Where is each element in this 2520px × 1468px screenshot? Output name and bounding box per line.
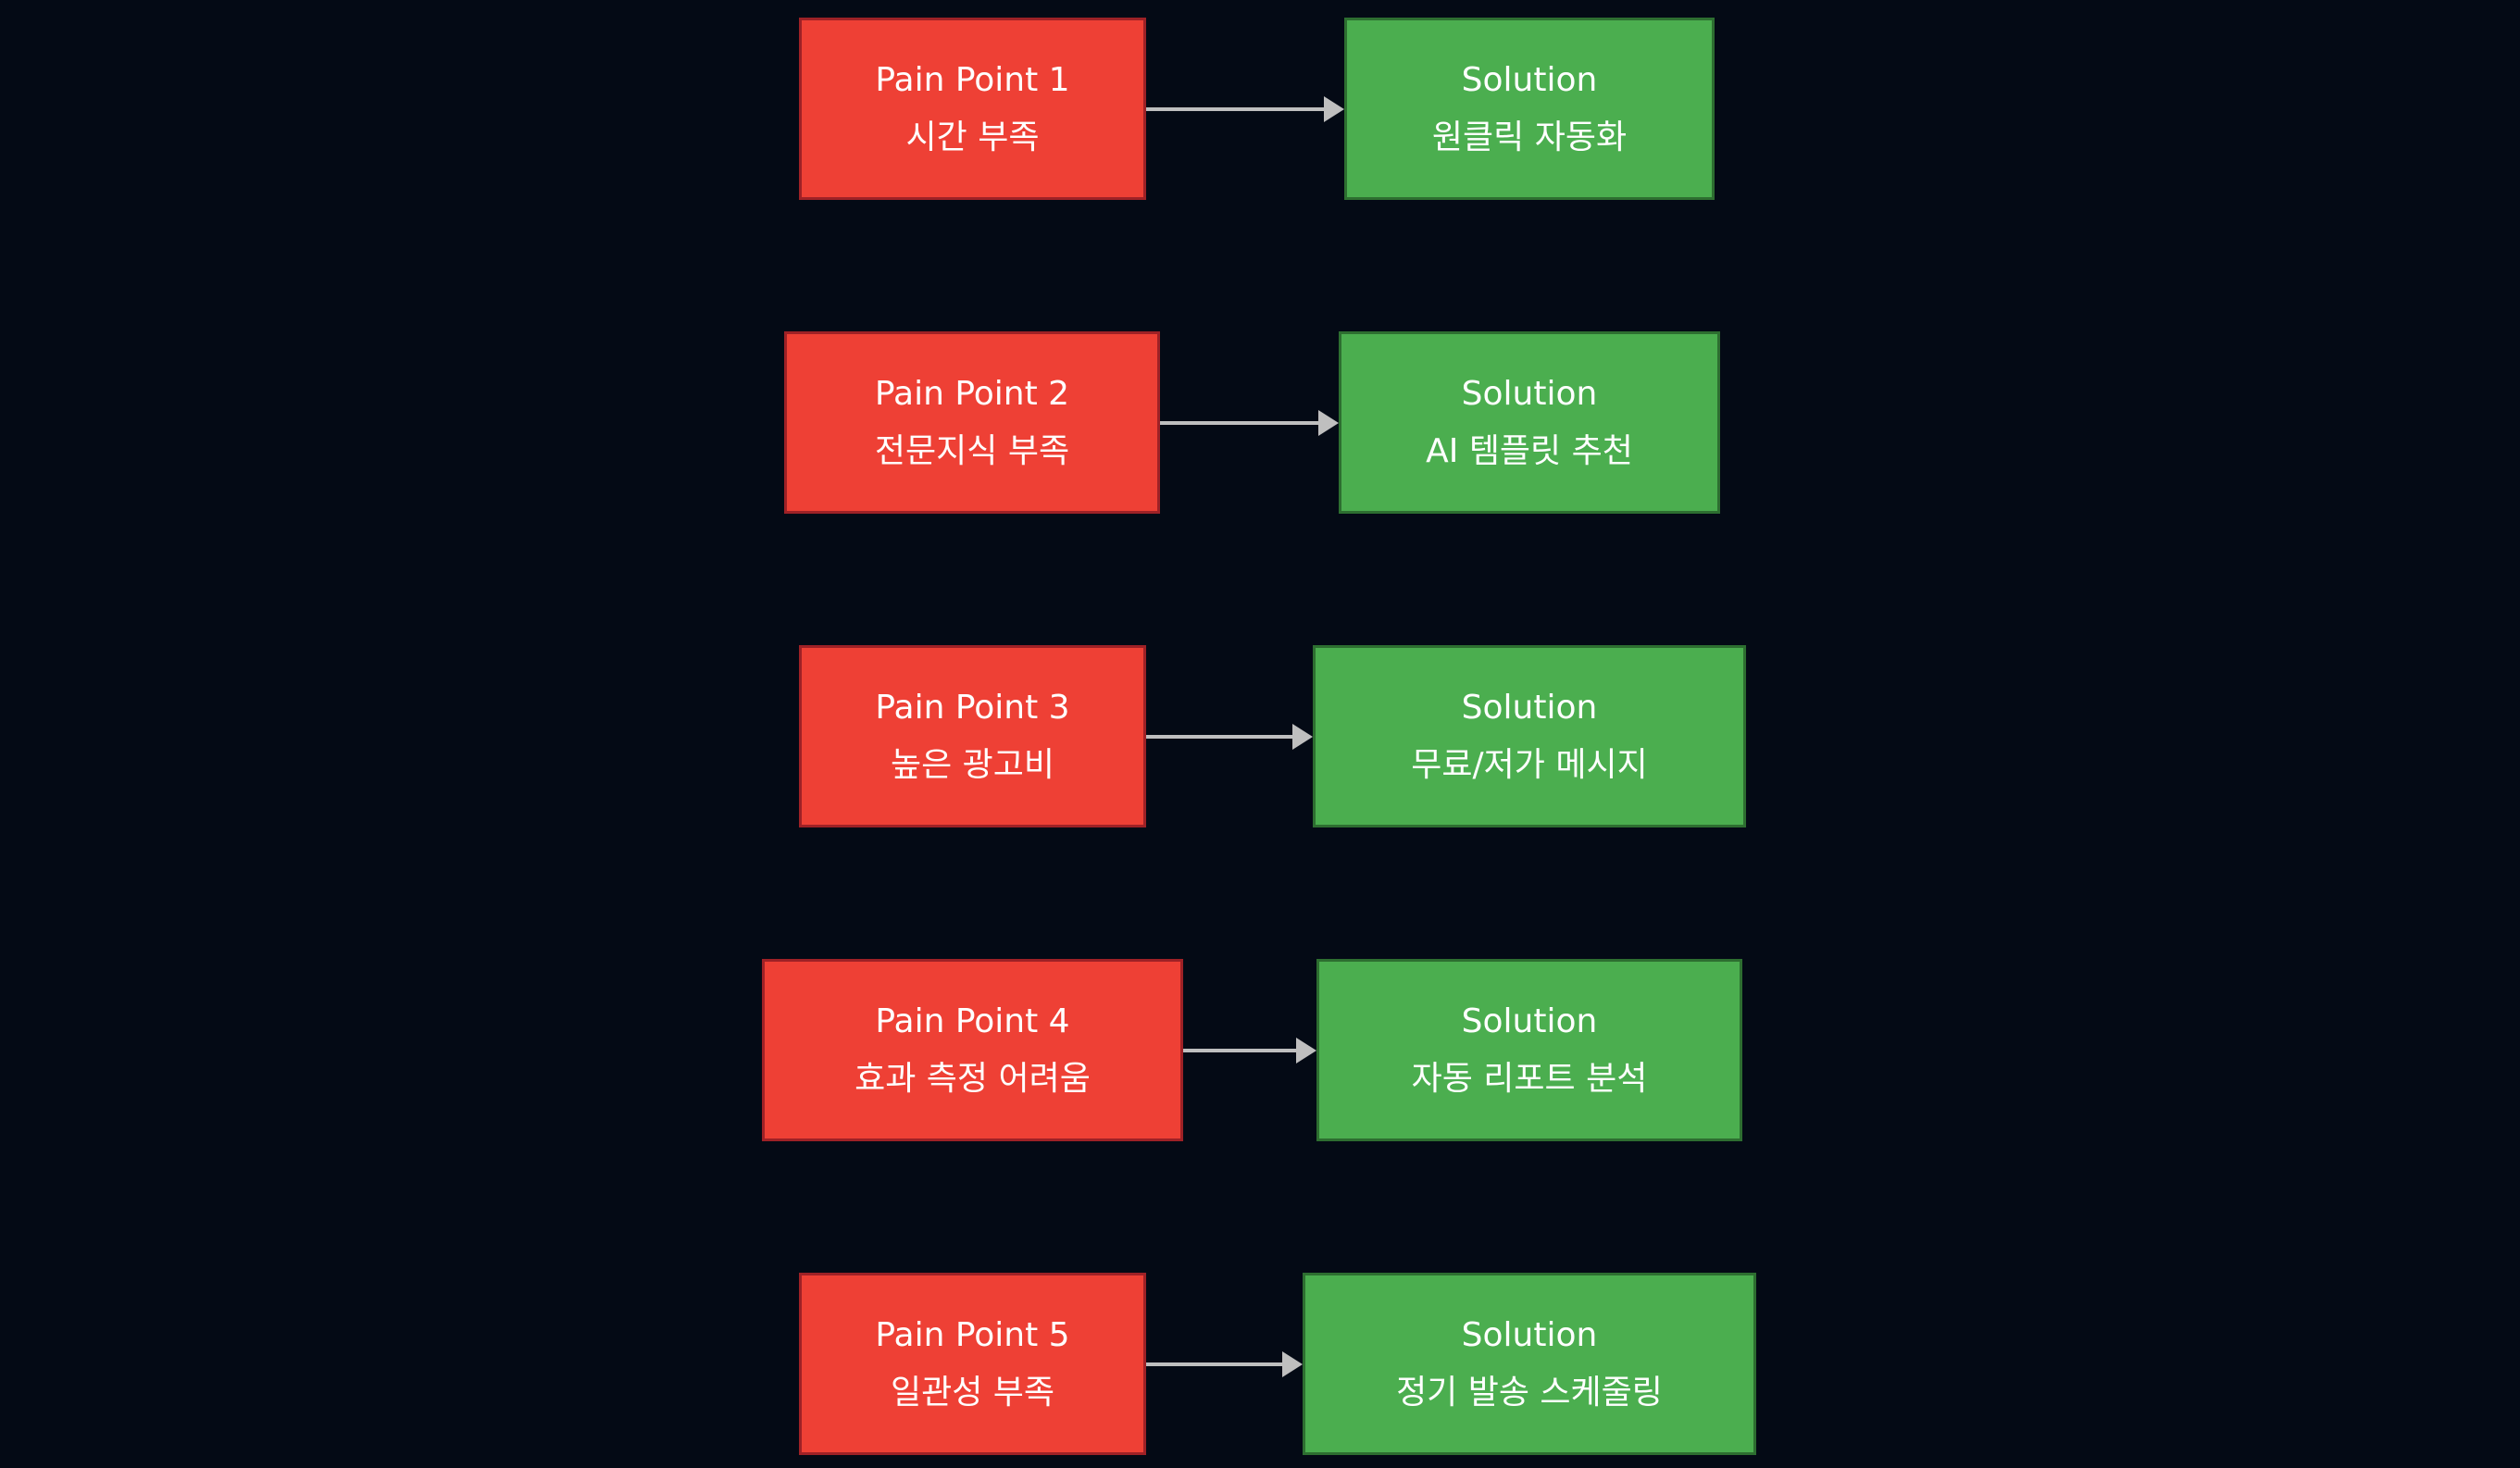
solution-desc: 자동 리포트 분석 <box>1411 1059 1648 1098</box>
arrow-icon <box>1160 410 1339 436</box>
pain-point-box-5: Pain Point 5 일관성 부족 <box>799 1273 1146 1455</box>
diagram-row-4: Pain Point 4 효과 측정 어려움 Solution 자동 리포트 분… <box>0 959 2520 1141</box>
diagram-row-2: Pain Point 2 전문지식 부족 Solution AI 템플릿 추천 <box>0 331 2520 514</box>
arrow-icon <box>1183 1038 1316 1064</box>
pain-point-desc: 전문지식 부족 <box>874 431 1070 470</box>
pain-point-desc: 높은 광고비 <box>890 745 1055 784</box>
arrow-shaft <box>1146 735 1292 739</box>
diagram-row-3: Pain Point 3 높은 광고비 Solution 무료/저가 메시지 <box>0 645 2520 827</box>
diagram-row-5: Pain Point 5 일관성 부족 Solution 정기 발송 스케줄링 <box>0 1273 2520 1455</box>
solution-title: Solution <box>1461 688 1598 727</box>
diagram-row-1: Pain Point 1 시간 부족 Solution 원클릭 자동화 <box>0 18 2520 200</box>
arrow-icon <box>1146 96 1344 122</box>
pain-point-title: Pain Point 4 <box>875 1001 1070 1040</box>
pain-point-desc: 일관성 부족 <box>890 1373 1055 1412</box>
arrow-head-icon <box>1292 724 1313 750</box>
arrow-head-icon <box>1318 410 1339 436</box>
arrow-shaft <box>1183 1049 1296 1052</box>
solution-title: Solution <box>1461 1315 1598 1354</box>
arrow-shaft <box>1160 421 1318 425</box>
solution-box-5: Solution 정기 발송 스케줄링 <box>1303 1273 1756 1455</box>
pain-point-title: Pain Point 1 <box>875 60 1070 99</box>
solution-box-1: Solution 원클릭 자동화 <box>1344 18 1715 200</box>
solution-desc: 무료/저가 메시지 <box>1411 745 1648 784</box>
solution-desc: 정기 발송 스케줄링 <box>1396 1373 1663 1412</box>
arrow-head-icon <box>1324 96 1344 122</box>
pain-point-box-4: Pain Point 4 효과 측정 어려움 <box>762 959 1183 1141</box>
solution-box-3: Solution 무료/저가 메시지 <box>1313 645 1746 827</box>
arrow-shaft <box>1146 107 1324 111</box>
arrow-head-icon <box>1296 1038 1316 1064</box>
solution-box-2: Solution AI 템플릿 추천 <box>1339 331 1720 514</box>
pain-point-box-2: Pain Point 2 전문지식 부족 <box>784 331 1160 514</box>
pain-point-desc: 효과 측정 어려움 <box>855 1059 1091 1098</box>
solution-title: Solution <box>1461 374 1598 413</box>
pain-point-desc: 시간 부족 <box>905 118 1040 156</box>
solution-box-4: Solution 자동 리포트 분석 <box>1316 959 1742 1141</box>
arrow-icon <box>1146 724 1313 750</box>
pain-point-box-3: Pain Point 3 높은 광고비 <box>799 645 1146 827</box>
arrow-shaft <box>1146 1362 1282 1366</box>
pain-point-title: Pain Point 2 <box>874 374 1070 413</box>
pain-point-title: Pain Point 5 <box>875 1315 1070 1354</box>
solution-title: Solution <box>1461 60 1598 99</box>
pain-point-box-1: Pain Point 1 시간 부족 <box>799 18 1146 200</box>
solution-desc: AI 템플릿 추천 <box>1426 431 1633 470</box>
arrow-head-icon <box>1282 1351 1303 1377</box>
solution-title: Solution <box>1461 1001 1598 1040</box>
arrow-icon <box>1146 1351 1303 1377</box>
pain-point-title: Pain Point 3 <box>875 688 1070 727</box>
solution-desc: 원클릭 자동화 <box>1431 118 1628 156</box>
